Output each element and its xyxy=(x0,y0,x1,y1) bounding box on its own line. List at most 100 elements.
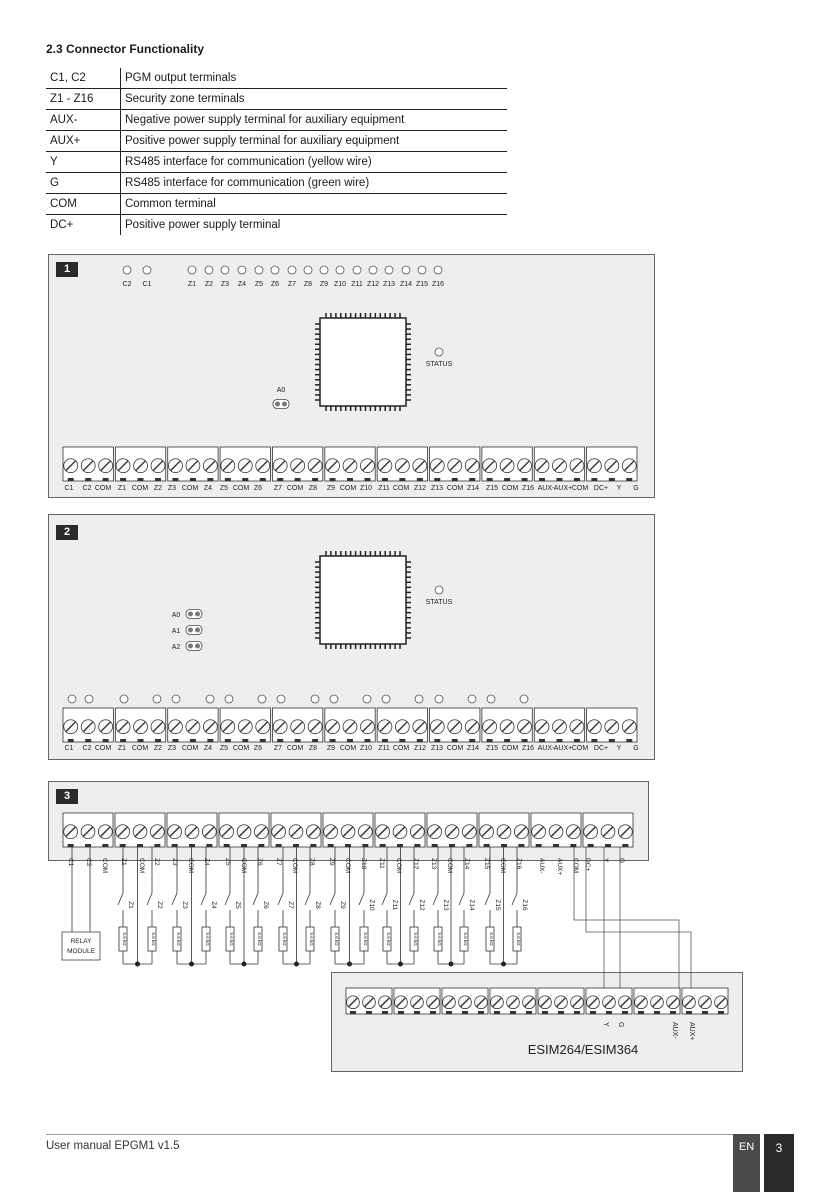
terminal-label: COM xyxy=(395,858,402,873)
terminal-label: Z16 xyxy=(522,485,534,492)
terminal-block-screw-slot xyxy=(515,826,527,838)
terminal-block-screw-slot xyxy=(379,721,391,733)
terminal-label: C2 xyxy=(85,858,92,867)
status-led xyxy=(122,265,132,275)
terminal-label: Z8 xyxy=(308,858,315,866)
status-led xyxy=(254,265,264,275)
module-terminal-block-screw-slot xyxy=(508,997,518,1008)
resistor-label: 5.6 kΩ xyxy=(257,932,262,946)
terminal-block-pin xyxy=(310,844,317,847)
led-label: Z15 xyxy=(416,281,428,288)
terminal-block-screw-slot xyxy=(117,721,129,733)
status-led xyxy=(434,585,444,595)
module-terminal-block-screw-slot xyxy=(396,997,406,1008)
terminal-block-screw-slot xyxy=(117,460,129,472)
module-terminal-block-screw-slot xyxy=(652,997,662,1008)
terminal-label: COM xyxy=(187,858,194,873)
zone-switch xyxy=(146,892,153,906)
terminal-block-pin xyxy=(119,844,126,847)
terminal-label: AUX- xyxy=(538,485,555,492)
terminal-label: G xyxy=(633,485,638,492)
module-pin-label: AUX+ xyxy=(688,1022,695,1040)
terminal-label: COM xyxy=(233,745,250,752)
terminal-block-pin xyxy=(539,739,545,742)
terminal-label: AUX+ xyxy=(556,858,563,875)
module-terminal-block-screw-slot xyxy=(668,997,678,1008)
module-terminal-block-screw-slot xyxy=(412,997,422,1008)
terminal-block-screw-slot xyxy=(274,460,286,472)
terminal-block-pin xyxy=(242,478,249,481)
zone-led xyxy=(84,694,94,704)
terminal-name: Z1 - Z16 xyxy=(46,88,121,110)
terminal-block-pin xyxy=(521,739,528,742)
terminal-block-pin xyxy=(155,739,161,742)
module-terminal-block-pin xyxy=(398,1011,404,1014)
footer-divider xyxy=(46,1134,736,1135)
terminal-block-pin xyxy=(102,739,109,742)
terminal-block-screw-slot xyxy=(588,721,600,733)
terminal-label: G xyxy=(633,745,638,752)
module-terminal-block-screw-slot xyxy=(476,997,486,1008)
terminal-block-screw-slot xyxy=(623,721,635,733)
common-junction xyxy=(189,961,194,967)
module-terminal-block-pin xyxy=(686,1011,692,1014)
zone-switch xyxy=(408,892,415,906)
terminal-block-pin xyxy=(102,844,109,847)
module-terminal-block-pin xyxy=(382,1011,388,1014)
led-label: Z11 xyxy=(351,281,363,288)
zone-label: Z12 xyxy=(418,899,425,911)
terminal-label: COM xyxy=(572,858,579,873)
address-jumper-pin xyxy=(195,627,200,633)
module-terminal-block-screw-slot xyxy=(364,997,374,1008)
terminal-block-screw-slot xyxy=(429,826,441,838)
terminal-block-pin xyxy=(570,844,577,847)
terminal-label: Z1 xyxy=(118,485,126,492)
led-label: Z1 xyxy=(188,281,196,288)
status-led xyxy=(352,265,362,275)
zone-label: Z13 xyxy=(442,899,449,911)
module-terminal-block-pin xyxy=(638,1011,644,1014)
common-junction xyxy=(135,961,140,967)
terminal-block-pin xyxy=(399,478,406,481)
terminal-name: G xyxy=(46,172,121,194)
led-label: C2 xyxy=(123,281,132,288)
led-label: Z14 xyxy=(400,281,412,288)
terminal-label: Z1 xyxy=(118,745,126,752)
module-terminal-block-pin xyxy=(510,1011,516,1014)
resistor-label: 5.6 kΩ xyxy=(176,932,181,946)
terminal-block-screw-slot xyxy=(342,826,354,838)
module-terminal-block-screw-slot xyxy=(556,997,566,1008)
terminal-block-screw-slot xyxy=(99,826,111,838)
terminal-block-pin xyxy=(312,739,319,742)
zone-led xyxy=(257,694,267,704)
terminal-block-pin xyxy=(259,478,266,481)
terminal-block-pin xyxy=(223,844,230,847)
common-junction xyxy=(294,961,299,967)
module-terminal-block-pin xyxy=(446,1011,452,1014)
terminal-label: Z6 xyxy=(254,485,262,492)
terminal-block-screw-slot xyxy=(501,460,513,472)
terminal-label: G xyxy=(618,858,625,863)
resistor-label: 5.6 kΩ xyxy=(386,932,391,946)
zone-led xyxy=(276,694,286,704)
led-label: Z9 xyxy=(320,281,328,288)
terminal-label: Z4 xyxy=(204,485,212,492)
module-terminal-block-pin xyxy=(574,1011,580,1014)
zone-label: Z8 xyxy=(314,901,321,909)
terminal-label: COM xyxy=(291,858,298,873)
module-terminal-block-pin xyxy=(670,1011,676,1014)
terminal-block-screw-slot xyxy=(135,460,146,472)
zone-label: Z3 xyxy=(181,901,188,909)
terminal-label: Z8 xyxy=(309,745,317,752)
terminal-block-pin xyxy=(573,478,580,481)
terminal-label: Z2 xyxy=(153,858,160,866)
terminal-label: Z13 xyxy=(430,858,437,870)
terminal-block-screw-slot xyxy=(309,721,321,733)
terminal-block-pin xyxy=(364,478,371,481)
terminal-block-pin xyxy=(347,478,353,481)
terminal-block-screw-slot xyxy=(187,721,199,733)
terminal-description: Common terminal xyxy=(120,193,507,215)
zone-label: Z7 xyxy=(287,901,294,909)
module-terminal-block-screw-slot xyxy=(460,997,470,1008)
terminal-block-pin xyxy=(102,478,109,481)
